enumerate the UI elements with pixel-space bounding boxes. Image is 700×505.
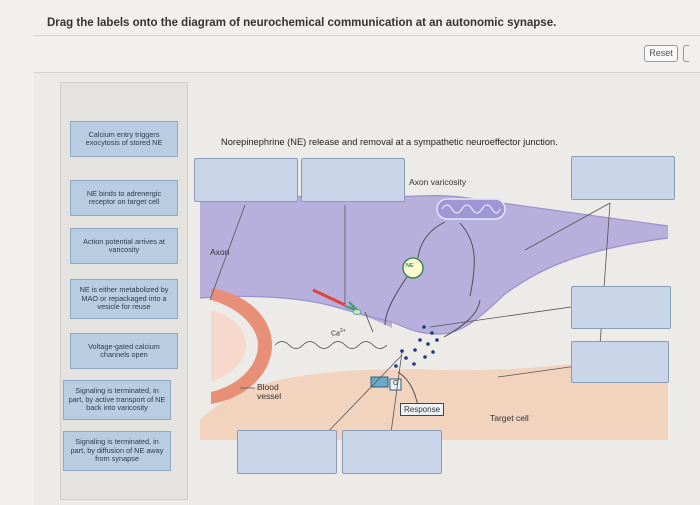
- label-ne-binds[interactable]: NE binds to adrenergic receptor on targe…: [70, 180, 178, 216]
- axon-label: Axon: [210, 247, 230, 257]
- drop-zone-1[interactable]: [194, 158, 298, 202]
- drop-zone-6[interactable]: [237, 430, 337, 474]
- calcium-channel-cap-icon: [352, 309, 362, 315]
- calcium-label: Ca2+: [331, 328, 346, 338]
- instruction-text: Drag the labels onto the diagram of neur…: [47, 17, 557, 29]
- drop-zone-3[interactable]: [571, 156, 675, 200]
- label-active-transport[interactable]: Signaling is terminated, in part, by act…: [63, 380, 171, 420]
- diffusion-wave: [274, 341, 388, 349]
- diagram-title: Norepinephrine (NE) release and removal …: [221, 137, 558, 147]
- action-potential-segment: [312, 288, 346, 307]
- divider: [34, 35, 700, 36]
- blood-vessel-inner: [211, 310, 246, 382]
- next-button-edge[interactable]: [683, 45, 689, 62]
- label-action-potential[interactable]: Action potential arrives at varicosity: [70, 228, 178, 264]
- g-protein-label: G: [393, 380, 399, 387]
- blood-vessel-icon: [211, 288, 272, 404]
- label-calcium-entry[interactable]: Calcium entry triggers exocytosis of sto…: [70, 121, 178, 157]
- axon-varicosity: [200, 195, 668, 334]
- adrenergic-receptor-icon: [370, 376, 389, 388]
- drop-zone-5[interactable]: [571, 341, 669, 383]
- drop-zone-2[interactable]: [301, 158, 405, 202]
- drop-zone-7[interactable]: [342, 430, 442, 474]
- response-box: Response: [400, 403, 445, 416]
- label-ne-metabolized[interactable]: NE is either metabolized by MAO or repac…: [70, 279, 178, 319]
- g-protein-icon: [389, 378, 402, 391]
- ne-vesicle-label: NE: [406, 263, 414, 269]
- label-voltage-gated[interactable]: Voltage-gated calcium channels open: [70, 333, 178, 369]
- label-diffusion[interactable]: Signaling is terminated, in part, by dif…: [63, 431, 171, 471]
- target-cell: [200, 352, 668, 440]
- vesicle-ne-icon: [402, 257, 424, 279]
- signal-arrows: [384, 221, 481, 407]
- axon-varicosity-label: Axon varicosity: [409, 177, 467, 187]
- target-cell-label: Target cell: [490, 413, 529, 423]
- calcium-arrow: [364, 311, 374, 333]
- drop-zone-4[interactable]: [571, 286, 671, 329]
- axon-lower-edge: [199, 237, 669, 335]
- reset-button[interactable]: Reset: [644, 45, 678, 62]
- ne-molecules-icon: [394, 325, 439, 368]
- mitochondrion-icon: [436, 198, 506, 220]
